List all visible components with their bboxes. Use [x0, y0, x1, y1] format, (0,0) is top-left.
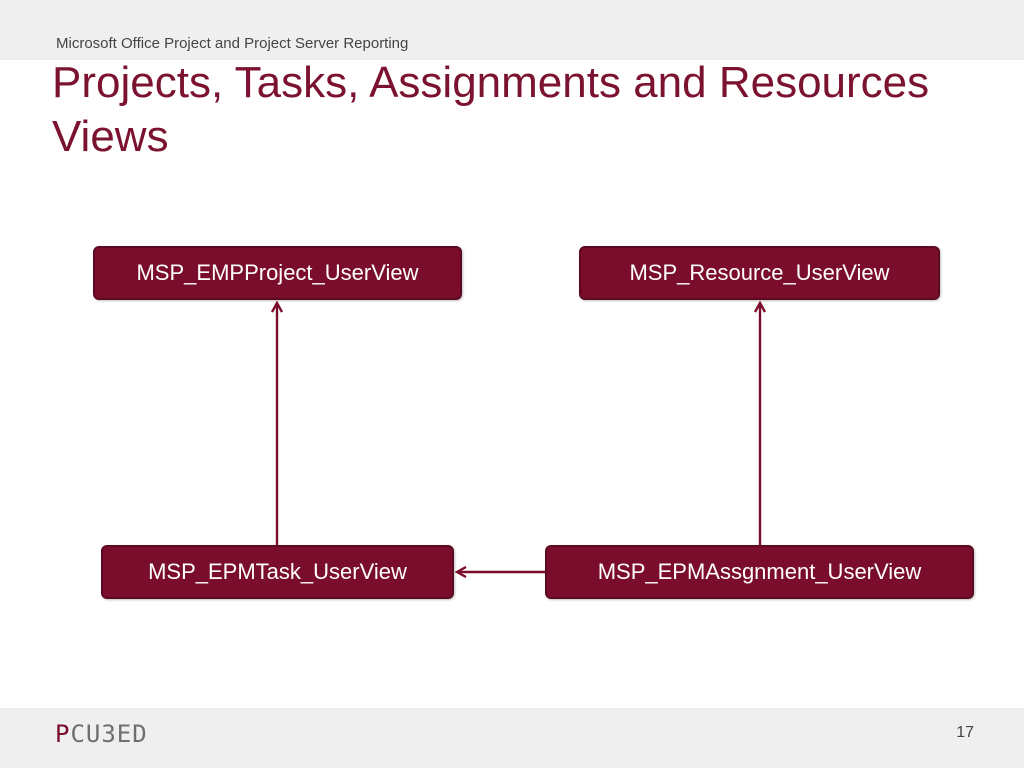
header-caption: Microsoft Office Project and Project Ser… — [56, 35, 409, 52]
footer-band — [0, 708, 1024, 768]
node-epm-task-userview: MSP_EPMTask_UserView — [101, 545, 454, 599]
node-emp-project-userview: MSP_EMPProject_UserView — [93, 246, 462, 300]
header-band — [0, 0, 1024, 60]
node-resource-userview: MSP_Resource_UserView — [579, 246, 940, 300]
node-epm-assignment-userview: MSP_EPMAssgnment_UserView — [545, 545, 974, 599]
page-number: 17 — [956, 724, 974, 741]
slide-title: Projects, Tasks, Assignments and Resourc… — [52, 58, 930, 161]
pcubed-logo: PCU3ED — [55, 720, 148, 748]
